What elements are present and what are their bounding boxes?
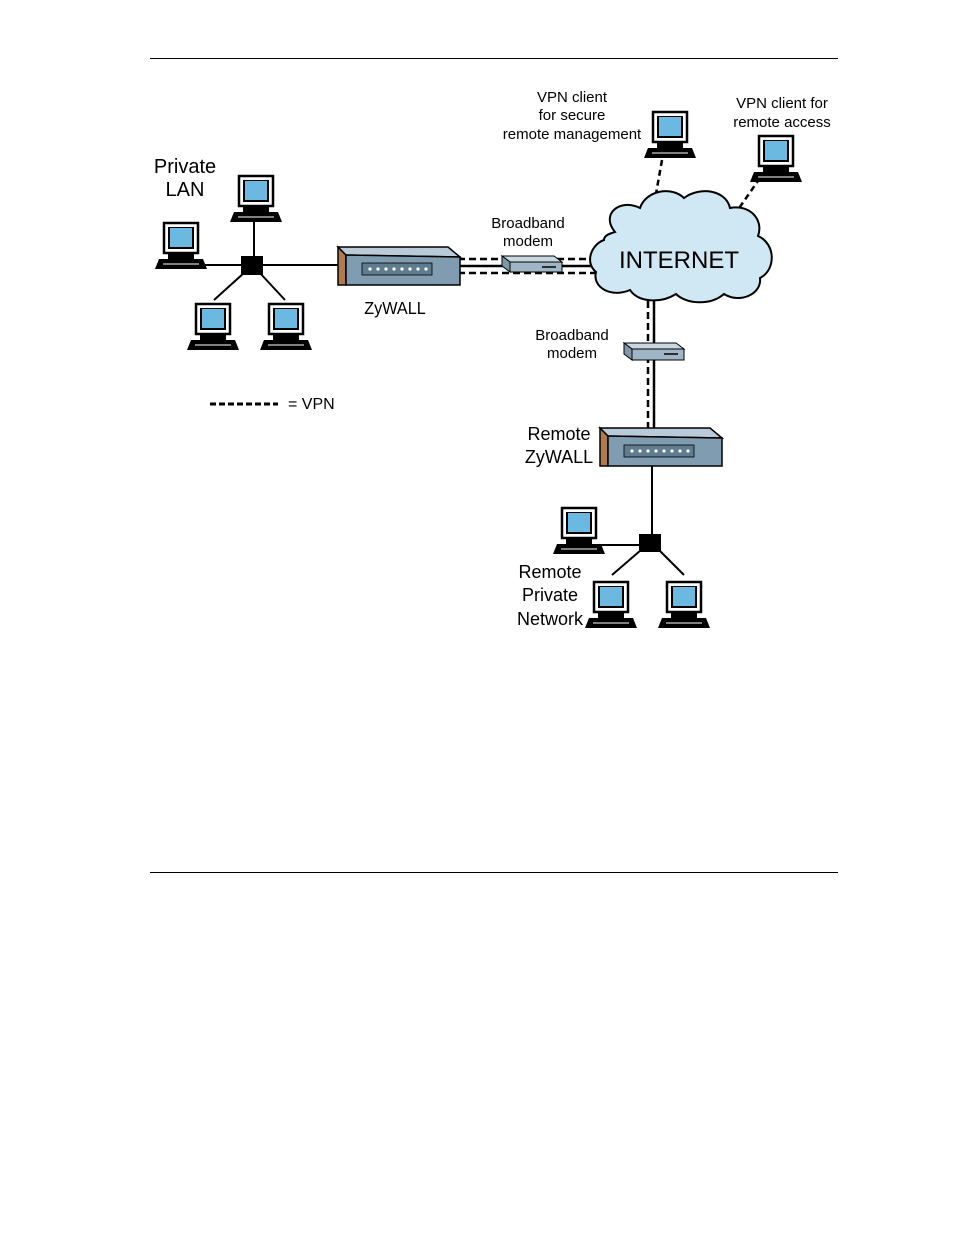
remote-link-bottom-left	[612, 550, 641, 575]
remote-computer-left	[553, 508, 605, 554]
broadband-modem-bottom	[624, 343, 684, 360]
broadband-modem-top	[502, 256, 562, 272]
remote-computer-bottom-right	[658, 582, 710, 628]
lan-computer-left	[155, 223, 207, 269]
vpn-client-mgmt-label-line1: VPN client	[537, 89, 608, 106]
lan-link-bottom-right	[259, 272, 285, 300]
zywall-router	[338, 247, 460, 285]
broadband-modem-top-label-line2: modem	[503, 233, 553, 250]
remote-hub	[639, 534, 661, 552]
legend-vpn-label: = VPN	[288, 396, 335, 413]
lan-link-bottom-left	[214, 272, 245, 300]
vpn-client-mgmt-label-line3: remote management	[503, 126, 642, 143]
lan-hub	[241, 256, 263, 275]
access-client-computer	[750, 136, 802, 182]
lan-computer-top	[230, 176, 282, 222]
remote-zywall-label-line2: ZyWALL	[525, 447, 593, 467]
vpn-client-mgmt-label-line2: for secure	[539, 107, 606, 124]
zywall-label: ZyWALL	[364, 298, 425, 318]
remote-computer-bottom-left	[585, 582, 637, 628]
vpn-client-access-label-line1: VPN client for	[736, 95, 828, 112]
remote-zywall-label-line1: Remote	[527, 424, 590, 444]
private-lan-label-line2: LAN	[166, 179, 205, 201]
broadband-modem-top-label-line1: Broadband	[491, 215, 564, 232]
broadband-modem-bottom-label-line1: Broadband	[535, 327, 608, 344]
remote-network-label-line2: Private	[522, 585, 578, 605]
private-lan-label-line1: Private	[154, 156, 216, 178]
remote-network-label-line3: Network	[517, 609, 584, 629]
internet-label: INTERNET	[619, 247, 739, 274]
remote-network-label-line1: Remote	[518, 562, 581, 582]
remote-link-bottom-right	[659, 550, 684, 575]
internet-cloud: INTERNET	[590, 191, 772, 302]
lan-computer-bottom-right	[260, 304, 312, 350]
vpn-client-access-label-line2: remote access	[733, 114, 831, 131]
remote-zywall-router	[600, 428, 722, 466]
mgmt-client-computer	[644, 112, 696, 158]
broadband-modem-bottom-label-line2: modem	[547, 345, 597, 362]
lan-computer-bottom-left	[187, 304, 239, 350]
